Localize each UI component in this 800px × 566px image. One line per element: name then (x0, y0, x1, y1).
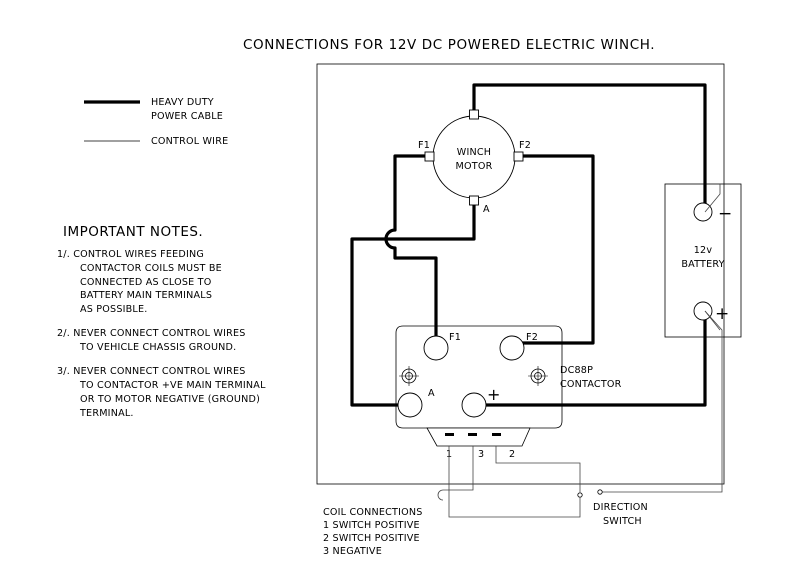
switch-label-line1: DIRECTION (593, 502, 648, 513)
diagram-title: CONNECTIONS FOR 12V DC POWERED ELECTRIC … (243, 37, 655, 53)
legend-control-label: CONTROL WIRE (151, 136, 228, 147)
note-line: BATTERY MAIN TERMINALS (80, 290, 212, 301)
note-line: 3/. NEVER CONNECT CONTROL WIRES (57, 366, 246, 377)
battery-label-line1: 12v (694, 245, 713, 256)
legend-heavy-line1: HEAVY DUTY (151, 97, 214, 108)
motor-f2-label: F2 (519, 140, 531, 151)
contactor-label-line2: CONTACTOR (560, 379, 622, 390)
cable-contactor-plus-to-battery-positive (474, 311, 707, 407)
battery-plus-symbol: + (715, 304, 729, 324)
battery-negative-terminal (693, 202, 713, 222)
legend: HEAVY DUTY POWER CABLE CONTROL WIRE (84, 97, 228, 147)
note-line: TO CONTACTOR +VE MAIN TERMINAL (79, 380, 266, 391)
coil-pin-2 (492, 433, 501, 436)
battery-body (664, 183, 742, 338)
coil-item: 2 SWITCH POSITIVE (323, 533, 420, 544)
mounting-stud-right (528, 366, 548, 386)
motor-terminal-top (469, 109, 479, 120)
diagram-frame (316, 63, 725, 485)
contactor-terminal-f2 (499, 335, 525, 361)
note-line: 2/. NEVER CONNECT CONTROL WIRES (57, 328, 246, 339)
coil-item: 1 SWITCH POSITIVE (323, 520, 420, 531)
motor-terminal-f2 (513, 151, 524, 162)
contactor-label-line1: DC88P (560, 365, 593, 376)
contactor-f2-label: F2 (526, 332, 538, 343)
contactor-coil-plug (426, 427, 531, 447)
winch-motor: WINCH MOTOR F1 F2 A (418, 109, 531, 215)
battery-label-line2: BATTERY (681, 259, 724, 270)
motor-terminal-a (469, 195, 479, 206)
contactor-terminal-a (397, 392, 423, 418)
switch-label-line2: SWITCH (603, 516, 642, 527)
battery-minus-symbol: − (718, 204, 732, 224)
control-wire-pin3-negative (443, 446, 474, 491)
contactor: F1 F2 A + DC88P CONTACTOR 1 3 2 (395, 325, 622, 460)
contactor-terminal-f1 (423, 335, 449, 361)
control-wire-pin1-to-switch (448, 446, 581, 518)
coil-heading: COIL CONNECTIONS (323, 507, 423, 518)
direction-switch: DIRECTION SWITCH (577, 489, 648, 527)
contactor-terminal-plus (461, 392, 487, 418)
battery-positive-terminal (693, 301, 713, 321)
control-wire-hop (437, 489, 444, 501)
control-wire-battery-positive-tap (704, 310, 721, 331)
note-line: CONTACTOR COILS MUST BE (80, 263, 222, 274)
cable-motor-to-battery-negative (472, 83, 707, 208)
cable-motor-a-to-contactor-a (350, 204, 476, 407)
control-wire-battery-negative (704, 184, 721, 213)
coil-pin-1 (445, 433, 454, 436)
motor-terminal-f1 (424, 151, 435, 162)
mounting-stud-left (399, 366, 419, 386)
switch-contact-right (597, 489, 603, 495)
notes-heading: IMPORTANT NOTES. (63, 224, 203, 240)
contactor-f1-label: F1 (449, 332, 461, 343)
battery: − + 12v BATTERY (664, 183, 742, 338)
important-notes: IMPORTANT NOTES. 1/. CONTROL WIRES FEEDI… (57, 224, 266, 419)
coil-connections: COIL CONNECTIONS 1 SWITCH POSITIVE 2 SWI… (323, 507, 423, 557)
control-wire-switch-to-battery-positive (600, 310, 723, 493)
note-line: CONNECTED AS CLOSE TO (80, 277, 212, 288)
control-wire-pin2-to-switch (495, 446, 581, 492)
cable-motor-f1-to-contactor-f1 (384, 154, 438, 345)
coil-pin-3-label: 3 (478, 449, 484, 460)
cable-motor-f2-to-contactor-f2 (512, 154, 595, 345)
coil-pin-2-label: 2 (509, 449, 515, 460)
switch-contact-left (577, 492, 583, 498)
motor-label-line2: MOTOR (456, 161, 493, 172)
note-line: AS POSSIBLE. (80, 304, 148, 315)
note-line: 1/. CONTROL WIRES FEEDING (57, 249, 204, 260)
note-line: TO VEHICLE CHASSIS GROUND. (79, 342, 236, 353)
legend-heavy-line2: POWER CABLE (151, 111, 223, 122)
contactor-plus-symbol: + (487, 385, 500, 404)
motor-label-line1: WINCH (457, 147, 491, 158)
note-line: TERMINAL. (79, 408, 134, 419)
motor-f1-label: F1 (418, 140, 430, 151)
contactor-a-label: A (428, 388, 435, 399)
note-line: OR TO MOTOR NEGATIVE (GROUND) (80, 394, 260, 405)
contactor-body (395, 325, 563, 429)
coil-pin-3 (468, 433, 477, 436)
motor-a-label: A (483, 204, 490, 215)
control-wires (437, 184, 723, 518)
coil-item: 3 NEGATIVE (323, 546, 382, 557)
